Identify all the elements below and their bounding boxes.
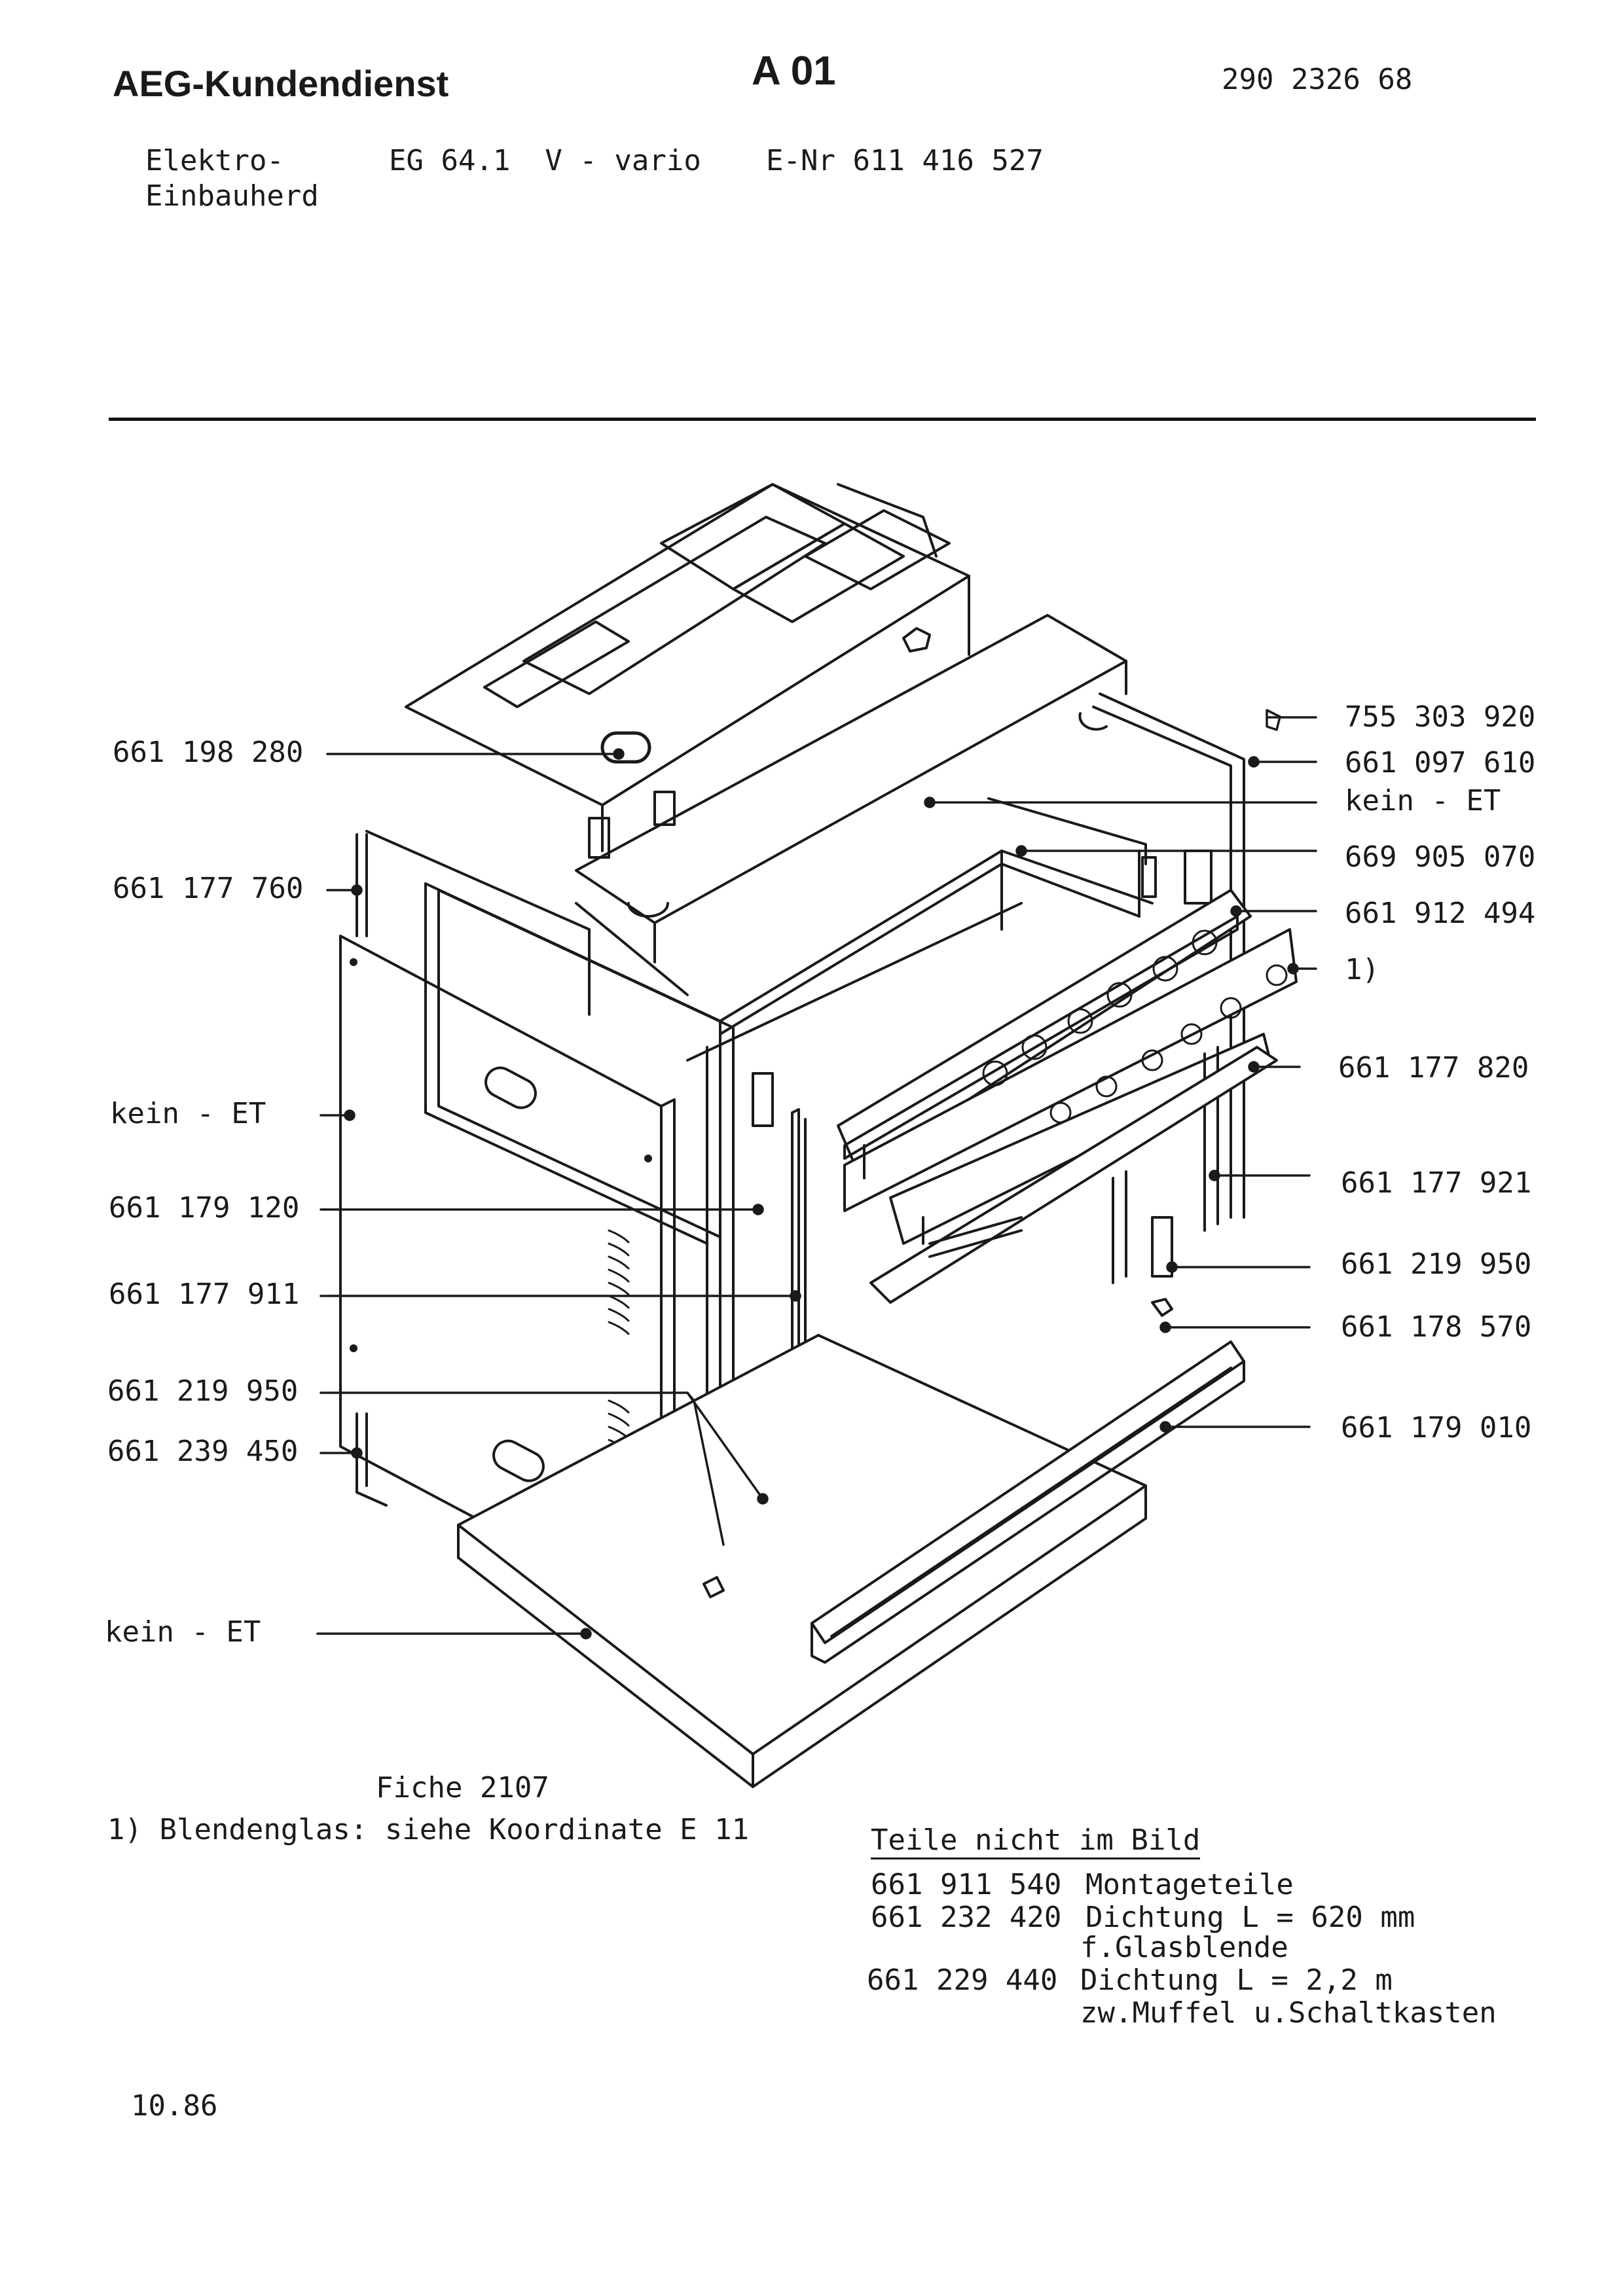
label-right-11: 661 179 010: [1341, 1411, 1532, 1444]
leader-lines-left: [316, 748, 801, 1640]
part-desc-2b: f.Glasblende: [1080, 1931, 1288, 1964]
label-right-7: 661 177 820: [1338, 1051, 1529, 1085]
label-right-6: 1): [1345, 953, 1379, 986]
label-right-3: kein - ET: [1345, 784, 1501, 817]
part-number-1: 661 911 540: [871, 1868, 1062, 1901]
part-number-2: 661 232 420: [871, 1901, 1062, 1934]
label-right-9: 661 219 950: [1341, 1247, 1532, 1281]
bottom-plate: [457, 1334, 1147, 1788]
part-desc-3b: zw.Muffel u.Schaltkasten: [1080, 1996, 1497, 2030]
sheet-code: A 01: [752, 48, 836, 94]
device-type-line1: Elektro-: [145, 144, 284, 177]
label-right-5: 661 912 494: [1345, 897, 1536, 930]
top-cover: [405, 483, 970, 852]
footnote: 1) Blendenglas: siehe Koordinate E 11: [107, 1813, 750, 1846]
bottom-rail: [811, 1340, 1245, 1664]
label-left-4: 661 179 120: [109, 1191, 300, 1225]
model-designation: EG 64.1 V - vario: [389, 144, 701, 177]
label-right-2: 661 097 610: [1345, 746, 1536, 780]
right-rails: [869, 1046, 1278, 1317]
label-left-3: kein - ET: [110, 1097, 266, 1130]
label-right-4: 669 905 070: [1345, 840, 1536, 874]
part-desc-2: Dichtung L = 620 mm: [1085, 1901, 1415, 1934]
label-left-8: kein - ET: [105, 1615, 261, 1649]
label-left-1: 661 198 280: [113, 736, 304, 769]
label-left-7: 661 239 450: [107, 1435, 299, 1468]
issue-date: 10.86: [131, 2089, 218, 2123]
header-rule: [109, 418, 1536, 421]
label-left-5: 661 177 911: [109, 1278, 300, 1311]
heat-shield: [575, 614, 1127, 963]
leader-lines-right: [924, 709, 1317, 1433]
part-desc-3: Dichtung L = 2,2 m: [1080, 1964, 1393, 1997]
brand-title: AEG-Kundendienst: [113, 63, 449, 104]
e-number: E-Nr 611 416 527: [766, 144, 1044, 177]
document-number: 290 2326 68: [1222, 63, 1413, 96]
label-left-6: 661 219 950: [107, 1374, 299, 1408]
part-number-3: 661 229 440: [867, 1964, 1058, 1997]
parts-heading: Teile nicht im Bild: [871, 1826, 1201, 1859]
label-right-8: 661 177 921: [1341, 1166, 1532, 1200]
label-right-10: 661 178 570: [1341, 1310, 1532, 1344]
fiche-number: Fiche 2107: [376, 1771, 549, 1804]
label-right-1: 755 303 920: [1345, 700, 1536, 734]
control-panel: [837, 889, 1298, 1212]
part-desc-1: Montageteile: [1085, 1868, 1294, 1901]
small-bracket: [356, 1412, 725, 1598]
device-type-line2: Einbauherd: [145, 179, 319, 213]
label-left-2: 661 177 760: [113, 872, 304, 905]
